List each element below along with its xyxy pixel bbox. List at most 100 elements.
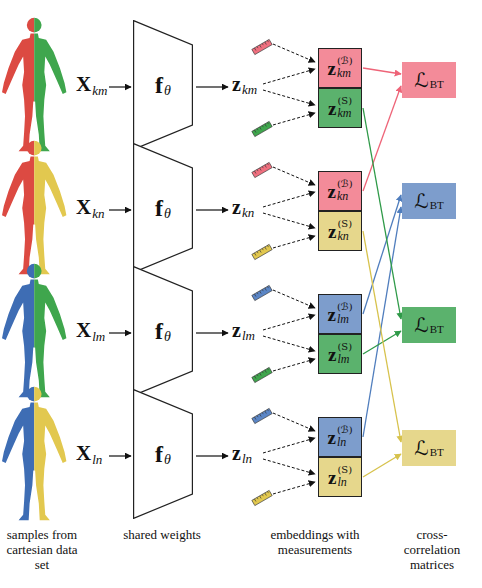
math-text: z(ℬ)ln — [327, 425, 352, 448]
math-text: z(S)ln — [328, 465, 352, 488]
math-text: z(S)lm — [328, 342, 352, 365]
column-caption: shared weights — [122, 527, 202, 542]
index-subscript: kn — [242, 206, 254, 219]
index-subscript: lm — [242, 329, 255, 342]
loss-symbol: ℒ — [414, 438, 428, 458]
connector-arrow — [363, 454, 401, 477]
dashed-arrow — [273, 482, 315, 494]
part-superscript: (ℬ) — [337, 56, 353, 67]
connector-arrow — [363, 108, 401, 319]
input-arrow — [109, 86, 131, 87]
embedding-symbol: z — [327, 428, 335, 447]
math-text: z(S)kn — [328, 219, 352, 242]
index-subscript: lm — [337, 353, 352, 366]
loss-subscript: BT — [430, 447, 444, 458]
part-superscript: (S) — [337, 219, 352, 230]
script-stack: (S)kn — [337, 219, 352, 242]
math-label: Xkn — [76, 197, 104, 218]
input-arrow — [109, 455, 131, 456]
math-text: z(S)km — [328, 96, 352, 119]
output-arrow — [196, 332, 228, 333]
math-label: zlm — [232, 320, 255, 340]
part-superscript: (S) — [337, 96, 352, 107]
connector-arrow — [363, 68, 401, 74]
embedding-symbol: z — [328, 99, 336, 118]
index-subscript: km — [242, 83, 257, 96]
script-stack: (ℬ)lm — [337, 302, 353, 325]
embedding-box: z(ℬ)ln — [318, 417, 362, 457]
loss-box: ℒBT — [402, 430, 456, 466]
embedding-symbol: z — [327, 305, 335, 324]
math-text: ℒBT — [414, 315, 443, 335]
encoder-trapezoid: fθ — [133, 20, 193, 150]
dashed-arrow — [263, 315, 315, 330]
parameter-subscript: θ — [164, 330, 171, 344]
math-label: Xkm — [76, 74, 107, 95]
part-superscript: (ℬ) — [337, 179, 353, 190]
input-symbol: X — [76, 443, 91, 464]
index-subscript: ln — [92, 453, 102, 466]
ruler-symbol — [252, 244, 272, 259]
figure-left-half — [2, 387, 34, 520]
trapezoid-shape — [134, 267, 193, 396]
embedding-box: z(S)kn — [318, 211, 362, 251]
dashed-arrow — [273, 113, 315, 125]
index-subscript: kn — [92, 207, 104, 220]
function-symbol: f — [155, 442, 163, 466]
ruler-symbol — [252, 121, 272, 136]
function-symbol: f — [155, 73, 163, 97]
index-subscript: km — [92, 84, 107, 97]
ruler-symbol — [252, 408, 272, 423]
input-symbol: X — [76, 197, 91, 218]
output-arrow — [196, 86, 228, 87]
trapezoid-shape — [134, 390, 193, 519]
ruler-symbol — [252, 162, 272, 177]
script-stack: (S)km — [337, 96, 352, 119]
embedding-symbol: z — [327, 59, 335, 78]
math-label: zkm — [232, 74, 257, 94]
figure-right-half — [34, 141, 66, 274]
script-stack: (ℬ)ln — [337, 425, 353, 448]
embedding-symbol: z — [232, 197, 241, 217]
ruler-symbol — [252, 490, 272, 505]
math-text: z(ℬ)lm — [327, 302, 352, 325]
embedding-box: z(ℬ)kn — [318, 171, 362, 211]
loss-subscript: BT — [430, 79, 444, 90]
part-superscript: (S) — [337, 465, 352, 476]
dashed-arrow — [263, 438, 315, 453]
column-caption: embeddings with measurements — [255, 527, 375, 557]
parameter-subscript: θ — [164, 84, 171, 98]
embedding-symbol: z — [232, 74, 241, 94]
connector-arrow — [363, 231, 401, 442]
human-figure — [2, 141, 66, 274]
dashed-arrow — [263, 336, 315, 351]
index-subscript: kn — [337, 190, 353, 203]
math-text: ℒBT — [414, 191, 443, 211]
dashed-arrow — [263, 90, 315, 105]
encoder-trapezoid: fθ — [133, 266, 193, 396]
embedding-symbol: z — [328, 222, 336, 241]
embedding-box: z(S)ln — [318, 457, 362, 497]
output-arrow — [196, 455, 228, 456]
human-figure — [2, 264, 66, 397]
dashed-arrow — [263, 459, 315, 474]
embedding-symbol: z — [327, 182, 335, 201]
measurement-rulers — [252, 39, 272, 505]
function-symbol: f — [155, 196, 163, 220]
part-superscript: (S) — [337, 342, 352, 353]
math-label: zln — [232, 443, 252, 463]
math-text: z(ℬ)km — [327, 56, 352, 79]
figure-left-half — [2, 264, 34, 397]
loss-subscript: BT — [430, 324, 444, 335]
math-label: zkn — [232, 197, 254, 217]
embedding-box: z(ℬ)km — [318, 48, 362, 88]
dashed-arrow — [273, 290, 315, 308]
index-subscript: ln — [242, 452, 252, 465]
input-arrow — [109, 332, 131, 333]
column-caption: samples from cartesian data set — [0, 527, 84, 572]
figure-right-half — [34, 18, 66, 151]
math-label: Xln — [76, 443, 102, 464]
index-subscript: kn — [337, 230, 352, 243]
dashed-arrow — [273, 44, 315, 62]
dashed-arrow — [263, 69, 315, 84]
